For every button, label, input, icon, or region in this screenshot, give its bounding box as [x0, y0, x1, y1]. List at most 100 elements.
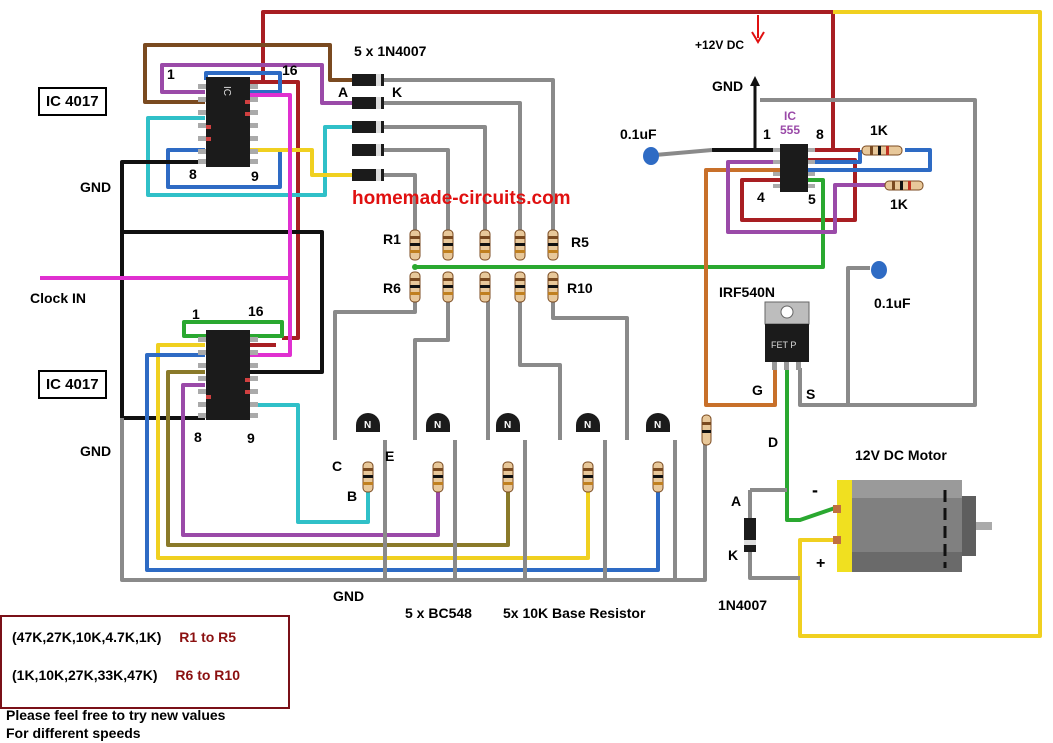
resistor-upper-3: [479, 229, 491, 261]
motor-minus: -: [812, 480, 818, 500]
ic-top-mark: IC: [221, 86, 232, 96]
diode-4: [352, 144, 384, 156]
fet-mark: FET P: [771, 340, 796, 350]
resistor-lower-3: [479, 271, 491, 303]
resistor-upper-5: [547, 229, 559, 261]
ic-555: [773, 144, 815, 192]
wires: [40, 10, 1042, 638]
ic555-pin5: 5: [808, 191, 816, 207]
clock-in-label: Clock IN: [30, 290, 87, 306]
pin-1-bottom: 1: [192, 306, 200, 322]
wire-yellow-bottom: [156, 343, 590, 560]
r1-label: R1: [383, 231, 401, 247]
mosfet-drain: D: [768, 434, 779, 450]
resistor-values-note: (47K,27K,10K,4.7K,1K) R1 to R5 (1K,10K,2…: [0, 615, 290, 709]
wire-coll-1: [333, 300, 417, 440]
wire-cyan-top: [146, 116, 352, 197]
mosfet-source: S: [806, 386, 816, 402]
wire-yellow-top: [250, 148, 352, 177]
wire-green-drain: [785, 368, 836, 522]
note-row-1-range: R1 to R5: [179, 629, 237, 645]
wire-motor-plus: [798, 10, 1042, 638]
capacitor-2: [871, 261, 887, 279]
wire-gray-diode-2: [748, 490, 800, 580]
wire-555-blue: [808, 148, 932, 172]
transistor-2: N: [426, 413, 450, 432]
resistor-lower-2: [442, 271, 454, 303]
wire-coll-4: [518, 300, 562, 440]
r5-label: R5: [571, 234, 589, 250]
cap-1-label: 0.1uF: [620, 126, 657, 142]
tr-c-label: C: [332, 458, 343, 474]
wire-coll-5: [551, 300, 629, 440]
pin-16-top: 16: [282, 62, 298, 78]
r10-label: R10: [567, 280, 593, 296]
diode-3: [352, 121, 384, 133]
wire-green-rail: [415, 178, 825, 269]
cap-2-label: 0.1uF: [874, 295, 911, 311]
resistor-bank: [409, 229, 559, 303]
supply-label: +12V DC: [695, 38, 745, 52]
diode-5: [352, 169, 384, 181]
ic555-pin1: 1: [763, 126, 771, 142]
diode2-cathode: K: [728, 547, 739, 563]
resistor-upper-4: [514, 229, 526, 261]
resistor-lower-5: [547, 271, 559, 303]
base-resistor-5: [652, 461, 664, 493]
transistor-type-4: N: [584, 420, 591, 431]
gnd-left-top: GND: [80, 179, 112, 195]
note-row-2-range: R6 to R10: [175, 667, 240, 683]
note-row-2: (1K,10K,27K,33K,47K) R6 to R10: [12, 667, 240, 683]
transistor-type-1: N: [364, 420, 371, 431]
mosfet: [764, 301, 810, 370]
ic555-pin8: 8: [816, 126, 824, 142]
dc-motor: [833, 480, 992, 572]
ic555-title: IC: [784, 109, 796, 123]
wire-d3: [383, 125, 487, 230]
transistor-type-3: N: [504, 420, 511, 431]
transistor-5: N: [646, 413, 670, 432]
wire-d1: [383, 78, 555, 230]
wire-blue-bottom: [145, 353, 660, 572]
diode-anode-label: A: [338, 84, 349, 100]
ic-top-label: IC 4017: [38, 87, 107, 116]
transistors-label: 5 x BC548: [405, 605, 472, 621]
base-resistor-4: [582, 461, 594, 493]
ic555-pin4: 4: [757, 189, 765, 205]
wire-gray-right: [760, 98, 977, 407]
wire-reset-brown: [143, 43, 352, 104]
resistor-upper-2: [442, 229, 454, 261]
tr-b-label: B: [347, 488, 358, 504]
wire-blue-top: [204, 71, 282, 94]
resistor-1k-b: [884, 180, 924, 191]
footer-line-2: For different speeds: [6, 725, 141, 741]
wire-d2: [383, 101, 522, 230]
note-row-2-values: (1K,10K,27K,33K,47K): [12, 667, 158, 683]
wire-gate: [704, 168, 780, 407]
base-resistor-1: [362, 461, 374, 493]
pin-9-top: 9: [251, 168, 259, 184]
gnd-bottom: GND: [333, 588, 365, 604]
base-res-label: 5x 10K Base Resistor: [503, 605, 646, 621]
diode-1: [352, 74, 384, 86]
ic-pins-top: [198, 84, 258, 164]
wire-clock-2: [250, 278, 292, 357]
pin-9-bottom: 9: [247, 430, 255, 446]
pin-1-top: 1: [167, 66, 175, 82]
note-row-1: (47K,27K,10K,4.7K,1K) R1 to R5: [12, 629, 236, 645]
diode2-label: 1N4007: [718, 597, 768, 613]
mosfet-gate: G: [752, 382, 763, 398]
mosfet-label: IRF540N: [719, 284, 776, 300]
wire-coll-2: [413, 300, 450, 440]
wire-555-purple: [726, 160, 890, 234]
ic555-num: 555: [780, 123, 801, 137]
wire-gnd-black-2: [122, 230, 324, 374]
diode-cathode-label: K: [392, 84, 403, 100]
pin-8-top: 8: [189, 166, 197, 182]
resistor-lower-4: [514, 271, 526, 303]
gnd-top: GND: [712, 78, 744, 94]
transistor-1: N: [356, 413, 380, 432]
footer-line-1: Please feel free to try new values: [6, 707, 226, 723]
